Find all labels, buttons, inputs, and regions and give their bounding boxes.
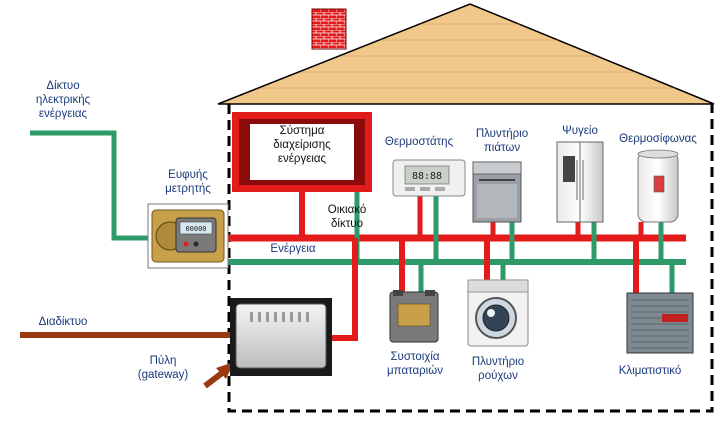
washing-machine-icon bbox=[467, 279, 529, 347]
house-wall-outline bbox=[227, 104, 714, 413]
smart-meter-label: Ευφυής μετρητής bbox=[165, 169, 211, 195]
internet-label: Διαδίκτυο bbox=[38, 316, 88, 328]
ems-label-line-2: διαχείρισης bbox=[273, 139, 331, 151]
svg-text:00000: 00000 bbox=[185, 225, 206, 233]
grid-label: Δίκτυο ηλεκτρικής ενέργειας bbox=[35, 80, 91, 120]
ems-label-box: Σύστημα διαχείρισης ενέργειας bbox=[250, 124, 354, 180]
air-conditioner-icon bbox=[626, 292, 694, 354]
gateway-icon bbox=[230, 298, 332, 376]
gateway-pointer-arrow bbox=[216, 362, 234, 379]
fridge-icon bbox=[556, 141, 604, 223]
dishwasher-icon bbox=[472, 161, 522, 223]
ac-label: Κλιματιστικό bbox=[618, 365, 682, 377]
gateway-label: Πύλη (gateway) bbox=[137, 355, 189, 381]
thermostat-icon: 88:88 bbox=[392, 159, 466, 197]
water-heater-label: Θερμοσίφωνας bbox=[619, 133, 697, 145]
grid-line bbox=[30, 130, 150, 241]
ems-label-line-1: Σύστημα bbox=[279, 125, 325, 137]
thermostat-display: 88:88 bbox=[412, 171, 442, 182]
house-roof bbox=[217, 3, 715, 105]
water-heater-icon bbox=[637, 149, 679, 223]
battery-icon bbox=[389, 290, 439, 343]
fridge-label: Ψυγείο bbox=[562, 125, 598, 137]
smart-meter-icon: 00000 bbox=[147, 203, 229, 269]
thermostat-label: Θερμοστάτης bbox=[384, 136, 454, 148]
chimney bbox=[311, 8, 347, 50]
home-network-label: Οικιακό δίκτυο bbox=[327, 204, 367, 230]
energy-label: Ενέργεια bbox=[270, 243, 316, 255]
dishwasher-label: Πλυντήριο πιάτων bbox=[475, 128, 529, 154]
battery-label: Συστοιχία μπαταριών bbox=[387, 351, 443, 377]
ems-label-line-3: ενέργειας bbox=[277, 153, 327, 165]
washer-label: Πλυντήριο ρούχων bbox=[471, 356, 525, 382]
